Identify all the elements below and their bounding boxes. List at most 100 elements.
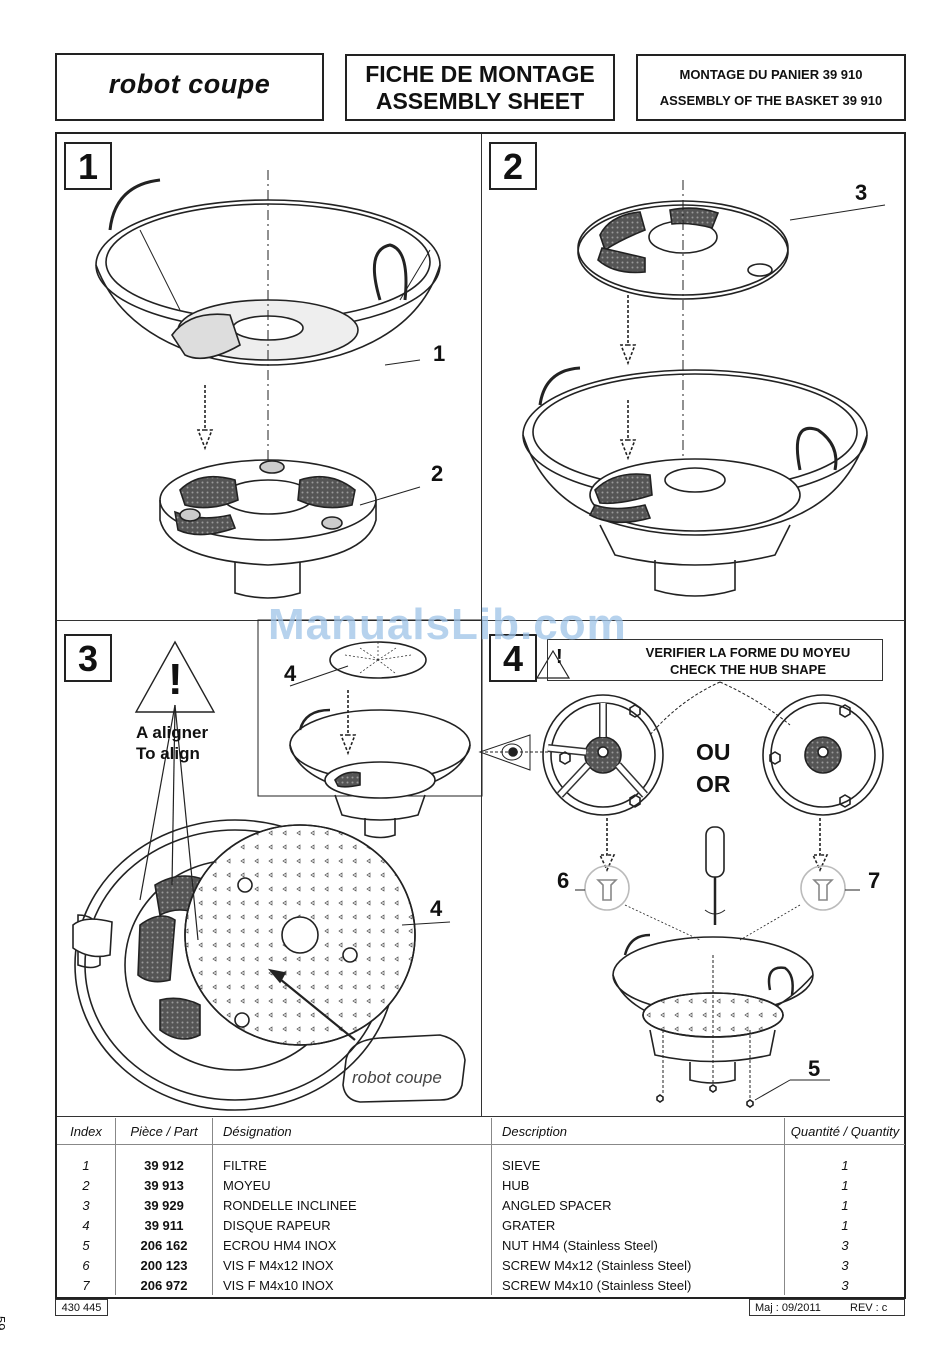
row-designation: VIS F M4x10 INOX (212, 1275, 492, 1295)
row-index: 2 (82, 1177, 90, 1193)
divider-table (57, 1116, 905, 1117)
col-description: Description (491, 1118, 785, 1145)
row-designation: RONDELLE INCLINEE (212, 1195, 492, 1215)
callout-grater-small: 4 (284, 661, 297, 686)
callout-screw-6: 6 (557, 868, 570, 893)
col-part: Pièce / Part (115, 1118, 213, 1145)
basket-illustration-2 (522, 366, 868, 597)
hub-check-en: CHECK THE HUB SHAPE (669, 662, 826, 677)
or-label: OU OR (696, 736, 731, 800)
row-index: 3 (82, 1197, 90, 1213)
align-note-en: To align (136, 744, 200, 763)
hub-option-b (762, 694, 884, 816)
or-label-fr: OU (696, 739, 731, 765)
row-part: 39 929 (115, 1195, 213, 1215)
row-description: GRATER (491, 1215, 785, 1235)
grater-disc-large (184, 824, 416, 1046)
document-number: 430 445 (55, 1299, 108, 1316)
table-row: 6 200 123 VIS F M4x12 INOX SCREW M4x12 (… (57, 1255, 905, 1275)
row-designation: VIS F M4x12 INOX (212, 1255, 492, 1275)
callout-nut: 5 (808, 1056, 821, 1081)
col-index: Index (57, 1118, 116, 1145)
row-part: 39 911 (115, 1215, 213, 1235)
align-note: A aligner To align (136, 722, 208, 764)
hub-illustration-1 (159, 459, 377, 599)
table-row: 4 39 911 DISQUE RAPEUR GRATER 1 (57, 1215, 905, 1235)
watermark: ManualsLib.com (268, 600, 627, 649)
table-row: 7 206 972 VIS F M4x10 INOX SCREW M4x10 (… (57, 1275, 905, 1295)
row-quantity: 3 (784, 1255, 905, 1275)
table-row: 2 39 913 MOYEU HUB 1 (57, 1175, 905, 1195)
row-index: 1 (82, 1157, 90, 1173)
row-part: 206 162 (115, 1235, 213, 1255)
row-quantity: 1 (784, 1195, 905, 1215)
row-part: 39 913 (115, 1175, 213, 1195)
grater-small (329, 641, 427, 679)
row-designation: ECROU HM4 INOX (212, 1235, 492, 1255)
sheet-title: FICHE DE MONTAGE ASSEMBLY SHEET (345, 54, 615, 121)
brand-logo-box: robot coupe (55, 53, 324, 121)
subtitle-fr: MONTAGE DU PANIER 39 910 (679, 67, 863, 82)
update-date: Maj : 09/2011 (755, 1302, 821, 1314)
row-index: 6 (82, 1257, 90, 1273)
callout-sieve: 1 (433, 341, 446, 366)
row-designation: FILTRE (212, 1144, 492, 1175)
row-description: NUT HM4 (Stainless Steel) (491, 1235, 785, 1255)
hub-check-box: ! VERIFIER LA FORME DU MOYEU CHECK THE H… (547, 639, 883, 681)
row-quantity: 3 (784, 1235, 905, 1255)
warning-exclamation-icon: ! (168, 655, 183, 704)
row-index: 4 (82, 1217, 90, 1233)
col-quantity: Quantité / Quantity (784, 1118, 905, 1145)
callout-hub: 2 (431, 461, 444, 486)
row-quantity: 1 (784, 1175, 905, 1195)
revision: REV : c (850, 1302, 888, 1314)
disc-logo-callout (342, 1034, 466, 1103)
hub-check-text: VERIFIER LA FORME DU MOYEU CHECK THE HUB… (618, 644, 878, 678)
step-number-2: 2 (489, 142, 537, 190)
hub-check-fr: VERIFIER LA FORME DU MOYEU (645, 645, 851, 660)
title-en: ASSEMBLY SHEET (375, 88, 585, 114)
row-designation: DISQUE RAPEUR (212, 1215, 492, 1235)
divider-vertical-bottom (481, 620, 482, 1116)
step-number-3: 3 (64, 634, 112, 682)
callout-grater-large: 4 (430, 896, 443, 921)
row-part: 39 912 (115, 1144, 213, 1175)
row-description: HUB (491, 1175, 785, 1195)
table-header-row: Index Pièce / Part Désignation Descripti… (57, 1118, 905, 1145)
screwdriver-icon (704, 826, 726, 925)
brand-logo: robot coupe (108, 69, 271, 99)
align-note-fr: A aligner (136, 723, 209, 742)
row-description: ANGLED SPACER (491, 1195, 785, 1215)
sheet-subtitle: MONTAGE DU PANIER 39 910 ASSEMBLY OF THE… (636, 54, 906, 121)
parts-table: Index Pièce / Part Désignation Descripti… (57, 1118, 905, 1295)
row-index: 7 (82, 1277, 90, 1293)
callout-screw-7: 7 (868, 868, 881, 893)
table-row: 1 39 912 FILTRE SIEVE 1 (57, 1144, 905, 1175)
revision-box: Maj : 09/2011 REV : c (749, 1299, 905, 1316)
row-quantity: 1 (784, 1144, 905, 1175)
basket-small (289, 708, 471, 839)
table-row: 3 39 929 RONDELLE INCLINEE ANGLED SPACER… (57, 1195, 905, 1215)
row-part: 200 123 (115, 1255, 213, 1275)
row-designation: MOYEU (212, 1175, 492, 1195)
step-number-4: 4 (489, 634, 537, 682)
row-part: 206 972 (115, 1275, 213, 1295)
callout-spacer: 3 (855, 180, 868, 205)
row-description: SCREW M4x10 (Stainless Steel) (491, 1275, 785, 1295)
hub-option-a (542, 694, 664, 816)
row-description: SIEVE (491, 1144, 785, 1175)
row-quantity: 3 (784, 1275, 905, 1295)
row-description: SCREW M4x12 (Stainless Steel) (491, 1255, 785, 1275)
col-designation: Désignation (212, 1118, 492, 1145)
row-quantity: 1 (784, 1215, 905, 1235)
divider-vertical-top (481, 134, 482, 620)
row-index: 5 (82, 1237, 90, 1253)
title-fr: FICHE DE MONTAGE (365, 61, 595, 87)
table-row: 5 206 162 ECROU HM4 INOX NUT HM4 (Stainl… (57, 1235, 905, 1255)
subtitle-en: ASSEMBLY OF THE BASKET 39 910 (659, 93, 883, 108)
page-number: 59 (0, 1316, 8, 1331)
or-label-en: OR (696, 771, 731, 797)
step-number-1: 1 (64, 142, 112, 190)
disc-logo-text: robot coupe (352, 1068, 442, 1087)
